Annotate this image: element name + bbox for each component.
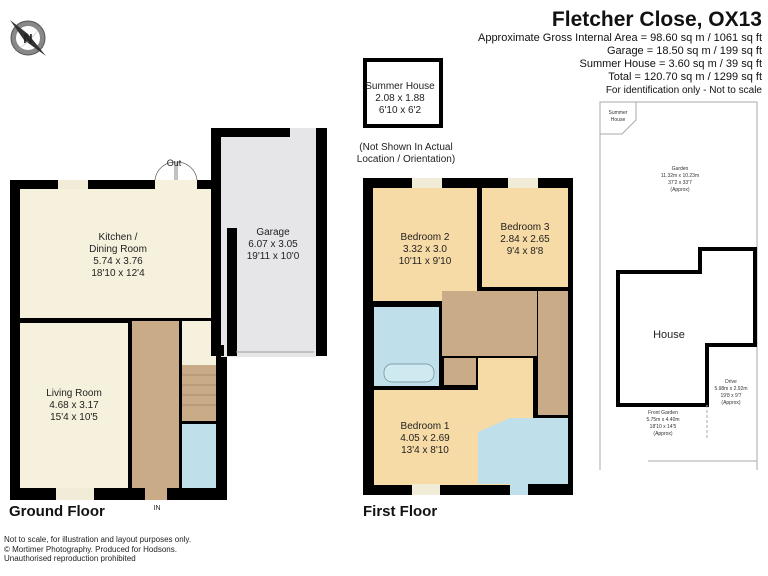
window (58, 180, 88, 189)
property-title: Fletcher Close, OX13 (551, 8, 762, 31)
window (56, 488, 94, 500)
stairs (182, 365, 216, 421)
ground-floor-label: Ground Floor (9, 503, 105, 520)
airing-cupboard (444, 358, 476, 385)
bedroom-3 (482, 188, 568, 287)
footer-line: © Mortimer Photography. Produced for Hod… (4, 544, 177, 554)
area-line: Garage = 18.50 sq m / 199 sq ft (606, 45, 762, 57)
living-room (20, 323, 128, 488)
area-line: Total = 120.70 sq m / 1299 sq ft (608, 71, 762, 83)
house-outline (616, 247, 757, 407)
window (510, 484, 528, 495)
stairs (538, 291, 568, 415)
bath-icon (383, 363, 435, 383)
bedroom-2 (373, 188, 477, 301)
compass-letter: N (23, 31, 32, 46)
disclaimer-note: For identification only - Not to scale (605, 85, 762, 96)
header: Fletcher Close, OX13 Approximate Gross I… (478, 8, 762, 97)
house-label: House (653, 329, 685, 341)
window (508, 178, 538, 188)
cupboard (182, 321, 216, 365)
in-label: IN (154, 505, 161, 512)
footer-line: Unauthorised reproduction prohibited (4, 554, 136, 563)
area-line: Summer House = 3.60 sq m / 39 sq ft (579, 58, 763, 70)
hallway (132, 321, 179, 488)
window (412, 178, 442, 188)
footer-line: Not to scale, for illustration and layou… (4, 535, 192, 544)
svg-text:Bedroom 32.84 x 2.659'4 x 8'8: Bedroom 32.84 x 2.659'4 x 8'8 (500, 222, 550, 257)
svg-text:Bedroom 23.32 x 3.010'11 x 9'1: Bedroom 23.32 x 3.010'11 x 9'10 (399, 232, 452, 267)
wc (182, 424, 216, 488)
first-floor-label: First Floor (363, 503, 438, 520)
garage-side-door[interactable] (290, 128, 316, 138)
en-suite (478, 418, 568, 484)
footer: Not to scale, for illustration and layou… (4, 535, 191, 564)
compass-north-icon: N (10, 20, 46, 56)
out-label: Out (167, 158, 182, 168)
patio-door[interactable] (155, 180, 197, 189)
area-line: Approximate Gross Internal Area = 98.60 … (477, 32, 762, 44)
front-door[interactable] (145, 488, 167, 500)
window (412, 484, 440, 495)
kitchen-dining-room (20, 189, 216, 318)
landing (442, 291, 537, 356)
